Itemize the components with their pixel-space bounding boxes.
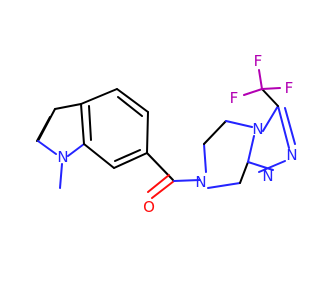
bond-c3-c3a [54, 103, 82, 110]
bond-c3a-c4 [80, 88, 118, 105]
bond-c5-n4 [225, 120, 253, 128]
atom-o-carbonyl: O [143, 198, 155, 216]
atom-f-2: F [254, 52, 263, 70]
atom-f-3: F [285, 79, 294, 97]
atom-labels: N O N N N N F F F [57, 52, 297, 216]
bond-c4-c5-double [117, 96, 143, 117]
bond-c6-c7-double [114, 149, 141, 162]
indole-benzene-ring [80, 88, 149, 169]
bond-carbonyl-o-double [147, 174, 170, 193]
bond-c3-c2-double [36, 116, 51, 142]
bond-cf3-f1 [243, 88, 263, 96]
bond-n4-c3 [262, 105, 279, 132]
atom-f-1: F [230, 89, 239, 107]
carbonyl-group [146, 152, 201, 199]
bond-c4-c5 [116, 88, 149, 113]
bond-c8a-n4 [247, 135, 255, 163]
atom-n-triazole-b: N [262, 167, 273, 185]
bond-c3a-c7a-double [88, 105, 92, 141]
dihydropyrazine-ring [203, 120, 255, 189]
bond-carbonyl-o [151, 180, 175, 199]
indole-pyrrole-ring [36, 103, 85, 189]
bond-c3-cf3 [261, 88, 279, 107]
atom-n-indole: N [57, 148, 68, 166]
bond-c6-c5 [203, 120, 227, 145]
bond-c7-c7a [83, 143, 115, 169]
bond-c3-n2 [277, 105, 290, 149]
atom-n-triazole-fused: N [252, 120, 263, 138]
molecule-structure-diagram: N O N N N N F F F [36, 52, 298, 216]
bond-carbonyl-n [173, 179, 201, 182]
bond-n1-c8a [258, 160, 286, 173]
bond-cf3-f2 [258, 69, 263, 90]
bond-c8a-n1-double [247, 161, 274, 171]
bond-cf3-f3 [261, 87, 281, 90]
bond-c3-n2-double [284, 107, 296, 145]
bond-c5-c6 [146, 111, 149, 154]
trifluoromethyl-group [243, 69, 281, 107]
atom-n-triazole-a: N [286, 146, 297, 164]
bond-c8-c8a [239, 161, 249, 184]
atom-n-amide: N [195, 173, 206, 191]
bond-c2-n1 [37, 140, 57, 155]
bond-n1-methyl [59, 163, 63, 189]
bond-n7-c8 [207, 182, 241, 189]
bond-c3a-c7a [80, 103, 85, 145]
bond-n1-c7a [67, 143, 85, 157]
bond-n7-c6 [203, 143, 207, 173]
bond-c6-c7 [113, 152, 148, 169]
triazole-ring [247, 105, 296, 173]
